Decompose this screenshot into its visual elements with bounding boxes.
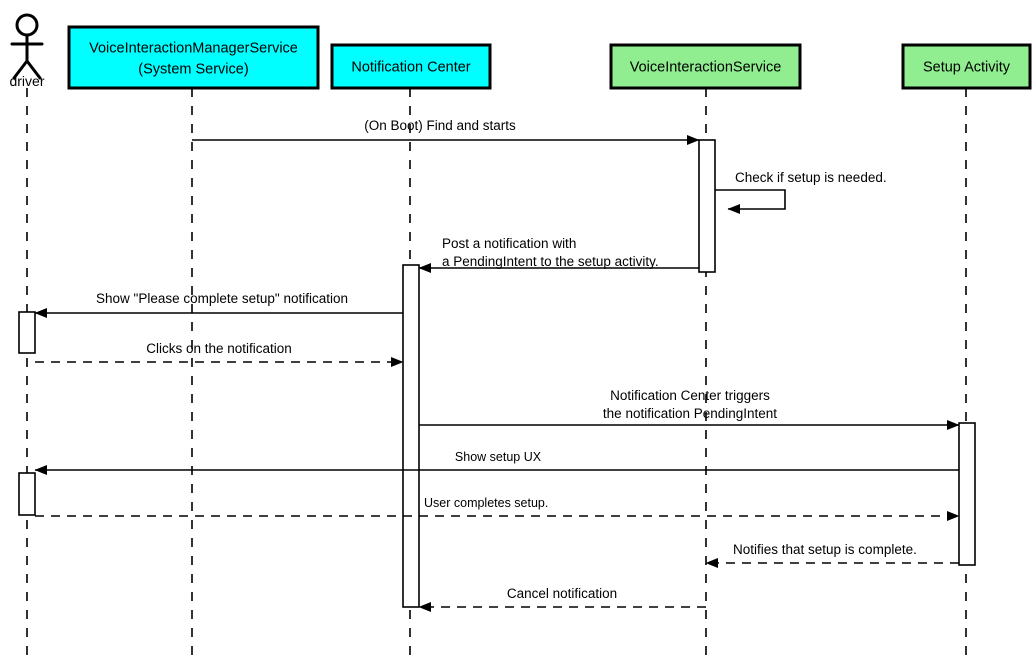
message-label-m5: Clicks on the notification [146, 341, 292, 356]
participant-notification_center[interactable]: Notification Center [330, 43, 492, 90]
message-label-m9: Notifies that setup is complete. [733, 542, 917, 557]
activation-bar-vis [698, 139, 716, 273]
message-m4: Show "Please complete setup" notificatio… [34, 291, 403, 318]
participant-setup_activity[interactable]: Setup Activity [901, 43, 1032, 90]
participant-driver[interactable]: driver [9, 13, 45, 89]
activations-layer [18, 139, 976, 608]
actor-head-icon [15, 13, 39, 37]
message-m2: Check if setup is needed. [715, 170, 887, 214]
participant-label-vims: (System Service) [138, 61, 248, 77]
message-label-m3: a PendingIntent to the setup activity. [442, 254, 659, 269]
message-label-m2: Check if setup is needed. [735, 170, 887, 185]
actor-body-icon [10, 33, 44, 80]
participant-label-setup_activity: Setup Activity [923, 59, 1011, 75]
participant-label-driver: driver [9, 73, 44, 89]
message-m5: Clicks on the notification [35, 341, 404, 367]
message-m10: Cancel notification [418, 586, 706, 612]
activation-bar-notification_center [402, 264, 420, 608]
participant-vis[interactable]: VoiceInteractionService [609, 43, 802, 90]
message-m9: Notifies that setup is complete. [705, 542, 959, 568]
participant-label-notification_center: Notification Center [351, 59, 470, 75]
participant-box-setup_activity[interactable] [901, 43, 1032, 90]
message-arrow-m2 [715, 189, 786, 214]
participant-box-notification_center[interactable] [330, 43, 492, 90]
message-m8: User completes setup. [35, 496, 960, 521]
message-label-m4: Show "Please complete setup" notificatio… [96, 291, 348, 306]
participant-box-vims[interactable] [67, 25, 320, 90]
participant-vims[interactable]: VoiceInteractionManagerService (System Se… [67, 25, 320, 90]
message-label-m6: the notification PendingIntent [603, 406, 777, 421]
activation-bar-setup_activity [958, 422, 976, 566]
message-m3: Post a notification with a PendingIntent … [418, 236, 699, 273]
message-label-m6: Notification Center triggers [610, 388, 770, 403]
activation-bar-driver [18, 472, 36, 516]
message-m6: Notification Center triggers the notifica… [419, 388, 960, 430]
message-label-m7: Show setup UX [455, 450, 542, 464]
message-m1: (On Boot) Find and starts [192, 118, 700, 145]
participant-label-vims: VoiceInteractionManagerService [89, 40, 298, 56]
message-label-m1: (On Boot) Find and starts [364, 118, 516, 133]
participant-box-vis[interactable] [609, 43, 802, 90]
message-m7: Show setup UX [34, 450, 959, 475]
message-label-m3: Post a notification with [442, 236, 576, 251]
participants-layer: driver VoiceInteractionManagerService (Sys… [9, 13, 1032, 90]
participant-label-vis: VoiceInteractionService [630, 59, 782, 75]
activation-bar-driver [18, 311, 36, 354]
message-label-m8: User completes setup. [424, 496, 548, 510]
message-label-m10: Cancel notification [507, 586, 617, 601]
